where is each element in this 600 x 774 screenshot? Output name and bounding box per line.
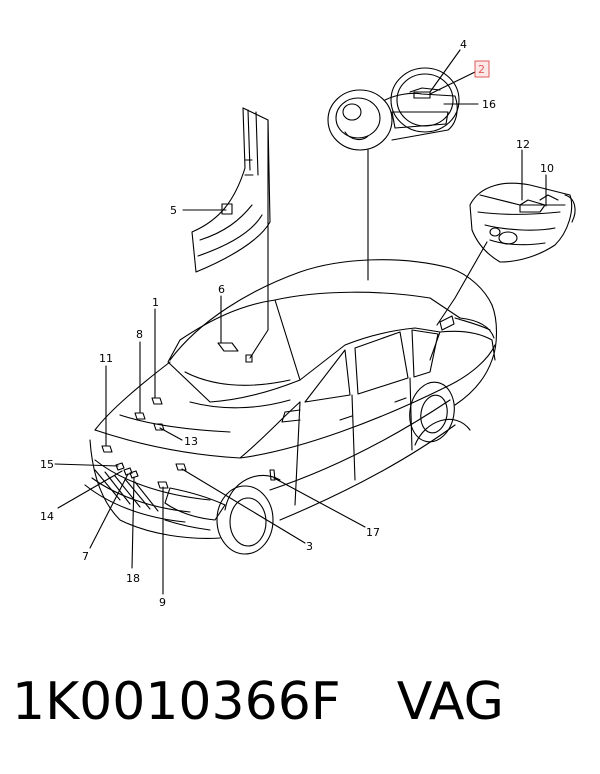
callout-6: 6 [218, 283, 225, 296]
callout-5: 5 [170, 204, 177, 217]
pillar-detail [192, 108, 270, 272]
callout-7: 7 [82, 550, 89, 563]
callout-15: 15 [40, 458, 54, 471]
callout-17: 17 [366, 526, 380, 539]
callout-4: 4 [460, 38, 467, 51]
callout-labels: 1 2 3 4 5 6 7 8 9 10 11 12 13 14 15 16 1… [40, 38, 554, 609]
brand-name: VAG [396, 672, 504, 732]
label-positions [102, 343, 275, 488]
car-illustration [85, 260, 497, 554]
callout-9: 9 [159, 596, 166, 609]
underbody-detail [470, 183, 575, 262]
part-number-line: 1K0010366F VAG [12, 672, 504, 732]
callout-14: 14 [40, 510, 54, 523]
callout-2: 2 [478, 63, 485, 76]
callout-16: 16 [482, 98, 496, 111]
highlight-box [475, 61, 489, 77]
leader-lines [55, 50, 546, 594]
part-number: 1K0010366F [12, 672, 341, 732]
callout-12: 12 [516, 138, 530, 151]
parts-diagram: 1 2 3 4 5 6 7 8 9 10 11 12 13 14 15 16 1… [40, 38, 600, 609]
callout-1: 1 [152, 296, 159, 309]
callout-3: 3 [306, 540, 313, 553]
callout-8: 8 [136, 328, 143, 341]
callout-10: 10 [540, 162, 554, 175]
callout-11: 11 [99, 352, 113, 365]
fuel-flap-detail [328, 68, 459, 150]
callout-13: 13 [184, 435, 198, 448]
callout-18: 18 [126, 572, 140, 585]
